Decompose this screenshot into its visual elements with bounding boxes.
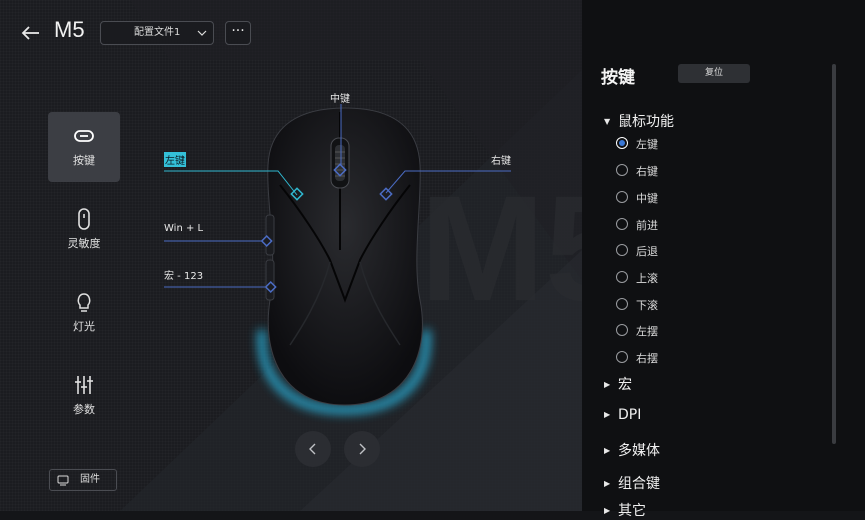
firmware-label: 固件 <box>80 474 100 485</box>
callout-right-button[interactable]: 右键 <box>491 156 511 167</box>
ellipsis-icon: ··· <box>231 23 245 39</box>
radio <box>616 218 628 230</box>
firmware-button[interactable]: 固件 <box>49 469 117 491</box>
option-label: 上滚 <box>636 272 658 285</box>
sensitivity-icon <box>78 208 90 230</box>
option-label: 左摆 <box>636 325 658 338</box>
group-macro[interactable]: ▶宏 <box>604 374 632 394</box>
radio-selected <box>616 137 628 149</box>
group-label: 多媒体 <box>618 443 660 459</box>
option-label: 中键 <box>636 192 658 205</box>
chevron-right-icon <box>359 443 366 455</box>
panel-scrollbar[interactable] <box>832 64 836 444</box>
nav-item-lighting[interactable]: 灯光 <box>48 278 120 348</box>
group-key-combo[interactable]: ▶ 组合键 <box>604 473 660 493</box>
sliders-icon <box>75 376 93 394</box>
caret-right-icon: ▶ <box>604 479 611 488</box>
group-multimedia[interactable]: ▶ 多媒体 <box>604 440 660 460</box>
callout-middle-button[interactable]: 中键 <box>330 94 350 105</box>
top-bar: M5 配置文件1 ··· <box>0 0 582 60</box>
reset-button[interactable]: 复位 <box>678 64 750 83</box>
caret-right-icon: ▶ <box>604 410 611 419</box>
button-config-panel: 按键 复位 ▼ 鼠标功能 左键 右键 中键 前进 后退 上滚 下滚 左摆 右摆 ▶ <box>582 0 865 519</box>
group-label: 宏 <box>618 377 632 393</box>
radio <box>616 324 628 336</box>
nav-item-label: 灯光 <box>73 320 95 333</box>
device-title: M5 <box>54 17 85 42</box>
firmware-icon <box>57 475 69 486</box>
group-mouse-functions[interactable]: ▼ 鼠标功能 <box>604 111 674 131</box>
option-label: 左键 <box>636 138 658 151</box>
radio <box>616 164 628 176</box>
nav-item-label: 灵敏度 <box>67 237 101 250</box>
mouse-icon <box>74 130 94 142</box>
profile-select-value: 配置文件1 <box>134 27 181 38</box>
radio <box>616 244 628 256</box>
arrow-left-icon <box>21 26 39 40</box>
callout-left-button[interactable]: 左键 <box>164 152 186 167</box>
radio <box>616 298 628 310</box>
option-label: 下滚 <box>636 299 658 312</box>
next-view-button[interactable] <box>344 431 380 467</box>
group-label: 鼠标功能 <box>618 114 674 130</box>
option-label: 后退 <box>636 245 658 258</box>
callout-side-button-2[interactable]: 宏 - 123 <box>164 271 204 282</box>
group-dpi[interactable]: ▶ DPI <box>604 407 641 423</box>
radio <box>616 191 628 203</box>
nav-item-sensitivity[interactable]: 灵敏度 <box>48 195 120 265</box>
option-label: 右摆 <box>636 352 658 365</box>
panel-title: 按键 <box>601 68 635 88</box>
mouse-stage: M5 <box>0 0 628 511</box>
group-other[interactable]: ▶ 其它 <box>604 500 646 520</box>
more-options-button[interactable]: ··· <box>225 21 251 45</box>
callout-side-button-1[interactable]: Win + L <box>164 223 204 234</box>
caret-right-icon: ▶ <box>604 380 611 389</box>
caret-right-icon: ▶ <box>604 446 611 455</box>
nav-item-parameters[interactable]: 参数 <box>48 361 120 431</box>
chevron-left-icon <box>309 443 316 455</box>
profile-select[interactable]: 配置文件1 <box>100 21 214 45</box>
radio <box>616 271 628 283</box>
nav-item-label: 按键 <box>73 154 95 167</box>
back-button[interactable] <box>18 20 44 46</box>
radio <box>616 351 628 363</box>
chevron-down-icon <box>197 30 207 36</box>
lightbulb-icon <box>77 293 91 312</box>
caret-right-icon: ▶ <box>604 506 611 515</box>
nav-item-buttons[interactable]: 按键 <box>48 112 120 182</box>
caret-down-icon: ▼ <box>604 117 611 126</box>
previous-view-button[interactable] <box>295 431 331 467</box>
group-label: DPI <box>618 407 642 423</box>
nav-item-label: 参数 <box>73 403 95 416</box>
option-label: 前进 <box>636 219 658 232</box>
group-label: 组合键 <box>618 476 660 492</box>
option-label: 右键 <box>636 165 658 178</box>
group-label: 其它 <box>618 503 646 519</box>
